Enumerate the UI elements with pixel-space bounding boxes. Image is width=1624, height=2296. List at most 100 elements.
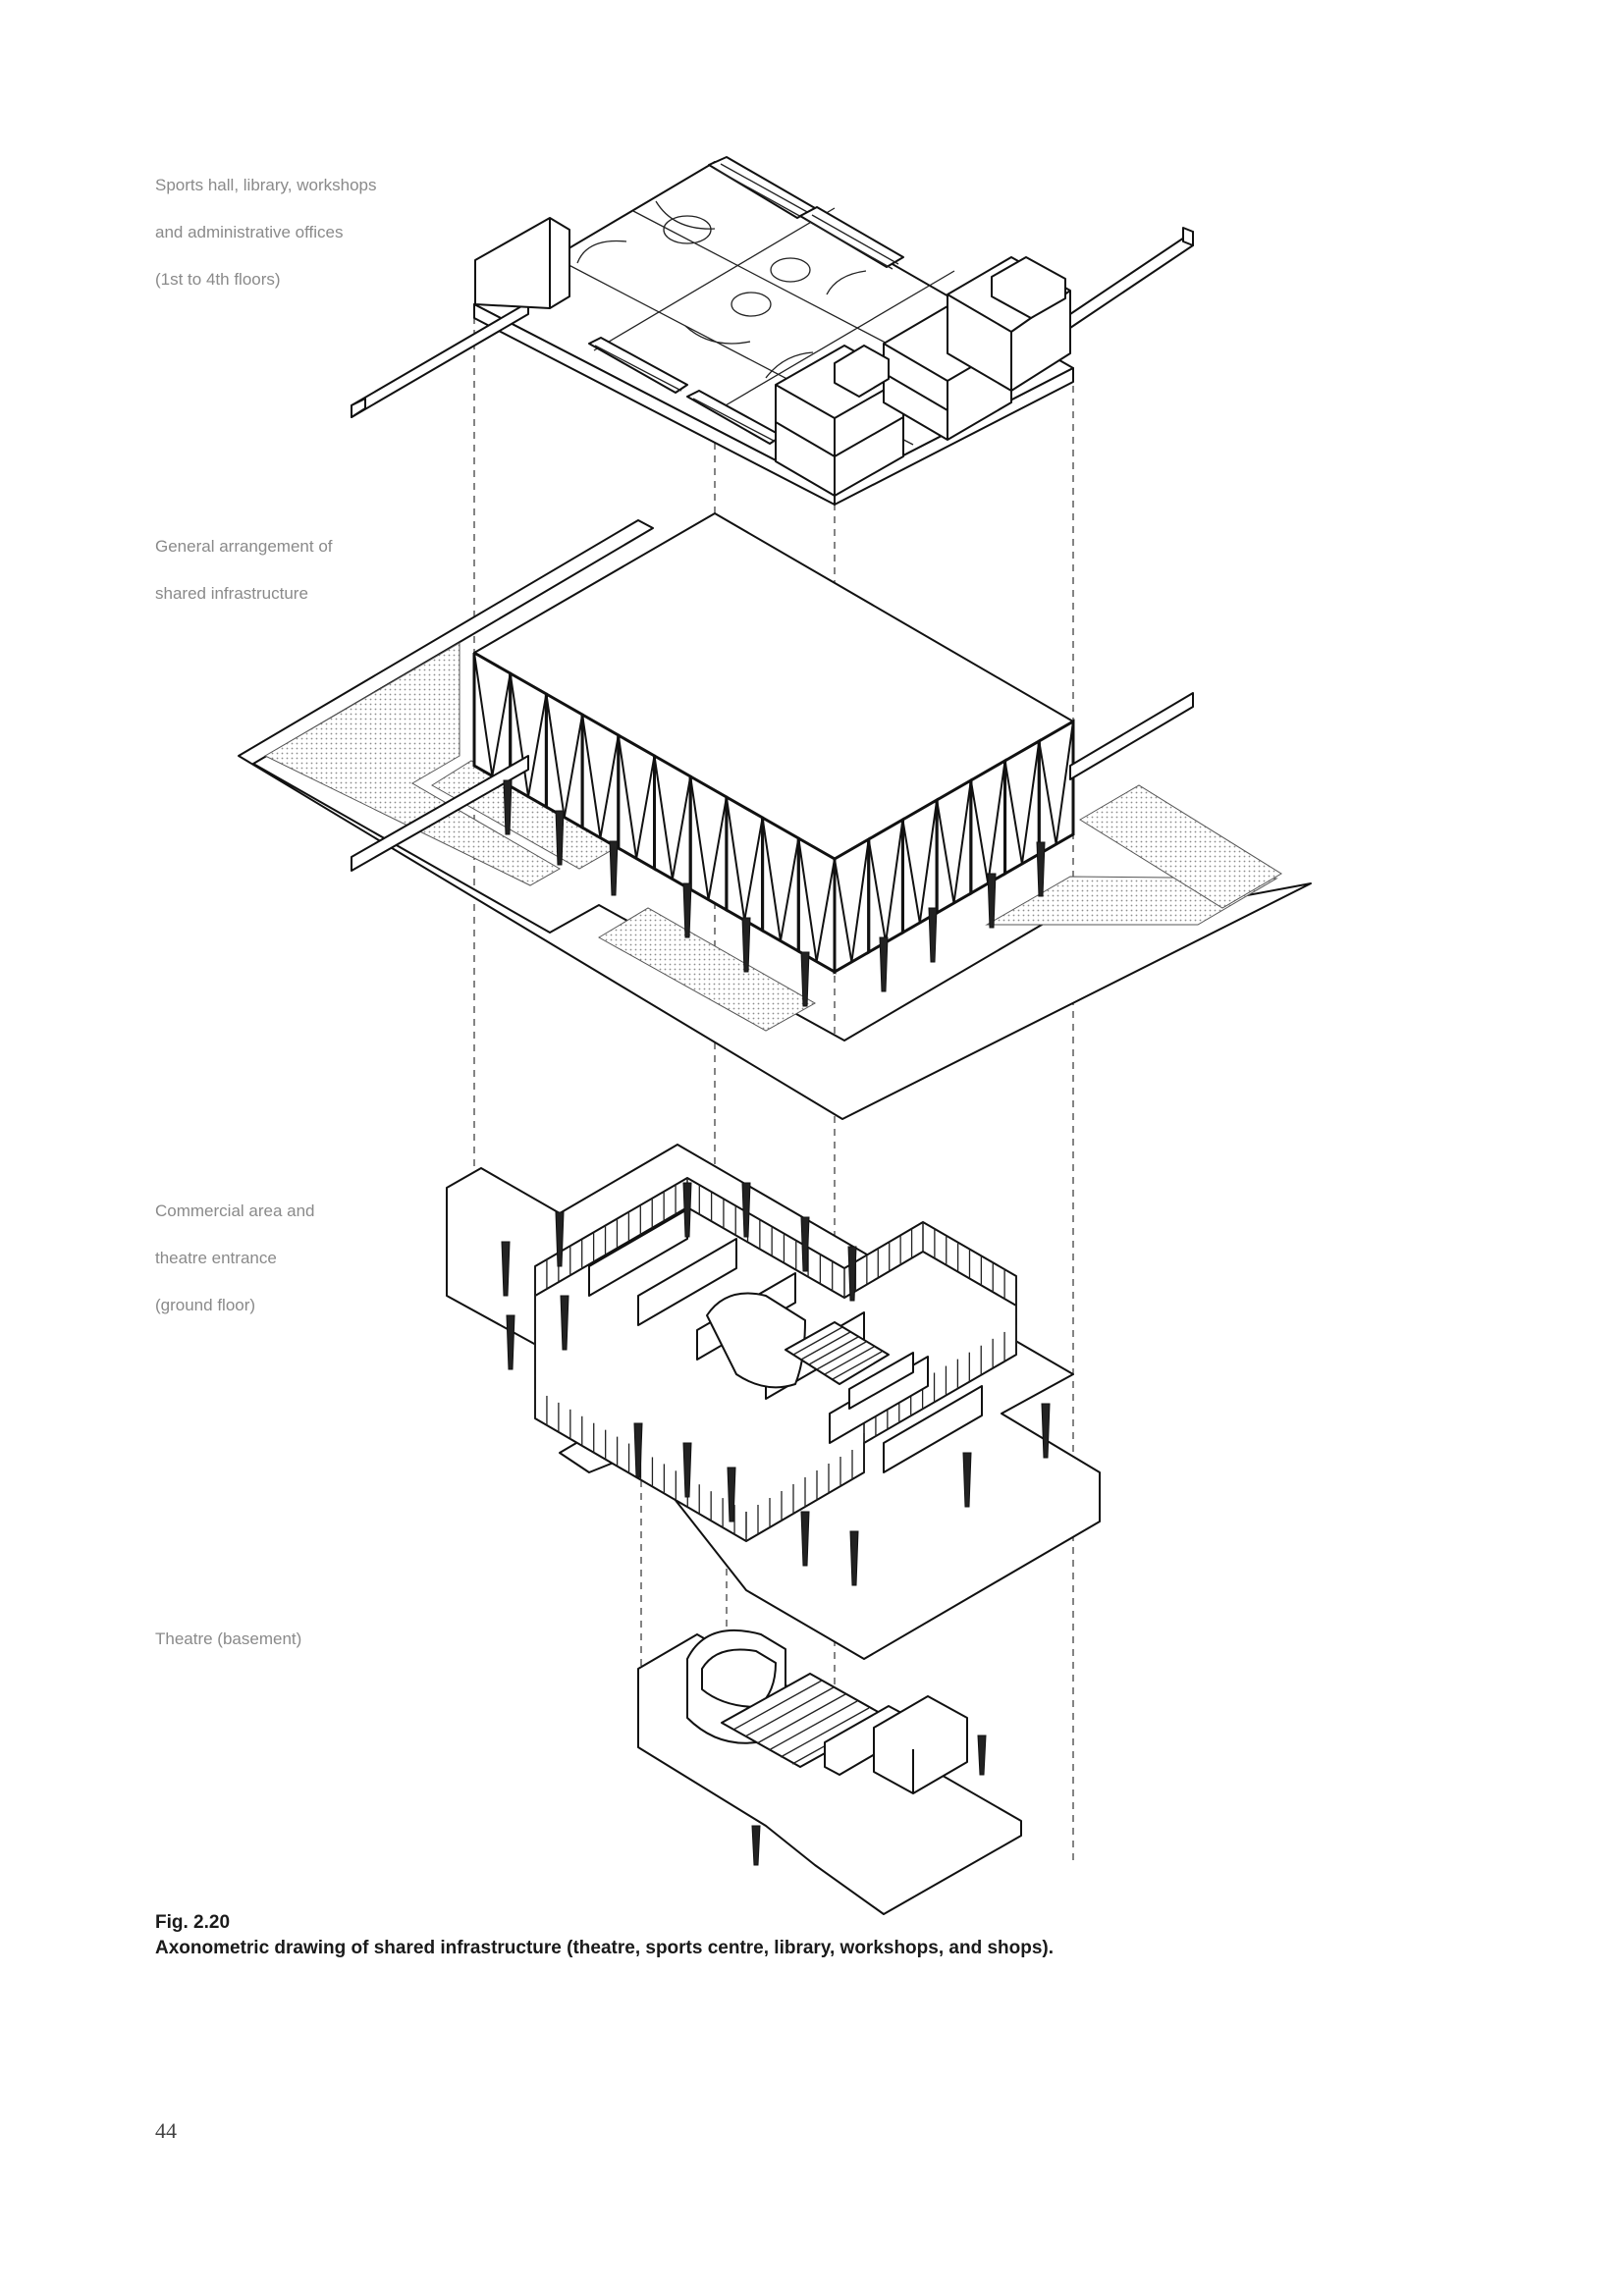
stage-block bbox=[873, 1695, 968, 1794]
label-line: General arrangement of bbox=[155, 537, 333, 556]
diagonal-brace bbox=[918, 799, 939, 924]
diagonal-brace bbox=[1038, 740, 1057, 845]
column bbox=[987, 873, 997, 929]
column bbox=[751, 1825, 761, 1866]
label-line: theatre entrance bbox=[155, 1249, 277, 1267]
walkway-left bbox=[351, 755, 529, 872]
ticket-counter bbox=[848, 1352, 914, 1410]
layer-label-ground-floor: Commercial area and theatre entrance (gr… bbox=[155, 1176, 450, 1341]
label-line: Theatre (basement) bbox=[155, 1629, 302, 1648]
layer-label-upper-floors: Sports hall, library, workshops and admi… bbox=[155, 150, 450, 315]
label-line: Sports hall, library, workshops bbox=[155, 176, 377, 194]
layer-label-shared-infrastructure: General arrangement of shared infrastruc… bbox=[155, 511, 450, 629]
column bbox=[1036, 841, 1046, 897]
support-columns bbox=[501, 1182, 1051, 1586]
diagonal-brace bbox=[779, 837, 800, 941]
figure-caption: Fig. 2.20 Axonometric drawing of shared … bbox=[155, 1910, 1481, 1961]
diagonal-brace bbox=[1055, 721, 1074, 845]
figure-number: Fig. 2.20 bbox=[155, 1912, 231, 1933]
theatre-stair bbox=[785, 1321, 890, 1385]
diagonal-brace bbox=[527, 693, 548, 797]
column bbox=[1041, 1403, 1051, 1459]
column bbox=[928, 907, 938, 963]
layer-label-theatre-basement: Theatre (basement) bbox=[155, 1604, 450, 1675]
diagonal-brace bbox=[761, 817, 782, 941]
column bbox=[741, 1182, 751, 1238]
diagonal-brace bbox=[707, 796, 728, 900]
office-blocks bbox=[775, 256, 1071, 497]
column bbox=[800, 1511, 810, 1567]
layer-upper-floors bbox=[351, 156, 1194, 506]
diagonal-brace bbox=[850, 838, 870, 963]
column bbox=[555, 810, 565, 866]
column bbox=[800, 1216, 810, 1272]
diagonal-brace bbox=[491, 672, 512, 776]
figure-caption-text: Axonometric drawing of shared infrastruc… bbox=[155, 1938, 1055, 1958]
diagonal-brace bbox=[936, 799, 955, 904]
diagonal-brace bbox=[952, 779, 972, 904]
planting-area bbox=[1079, 784, 1282, 909]
diagonal-brace bbox=[563, 714, 584, 818]
walkway-right bbox=[1069, 227, 1194, 329]
diagonal-brace bbox=[689, 775, 710, 900]
diagonal-brace bbox=[617, 734, 638, 859]
planting-area bbox=[598, 907, 817, 1032]
diagonal-brace bbox=[509, 672, 530, 797]
column bbox=[879, 936, 889, 992]
column bbox=[560, 1295, 569, 1351]
column bbox=[506, 1314, 515, 1370]
label-line: and administrative offices bbox=[155, 223, 344, 241]
column bbox=[847, 1246, 857, 1302]
diagonal-brace bbox=[473, 652, 494, 776]
walkway-right bbox=[1069, 692, 1194, 780]
column bbox=[609, 840, 619, 896]
column bbox=[555, 1211, 565, 1267]
exoskeleton-front bbox=[472, 651, 837, 975]
column bbox=[727, 1467, 736, 1522]
label-line: shared infrastructure bbox=[155, 584, 308, 603]
diagonal-brace bbox=[885, 819, 904, 943]
diagonal-brace bbox=[901, 819, 921, 924]
diagonal-brace bbox=[867, 838, 888, 943]
page-number: 44 bbox=[155, 2118, 177, 2143]
diagonal-brace bbox=[599, 734, 620, 838]
diagonal-brace bbox=[1003, 760, 1023, 865]
projection-lines bbox=[473, 304, 1074, 1865]
column bbox=[741, 917, 751, 973]
layer-ground-floor bbox=[446, 1144, 1101, 1660]
diagonal-brace bbox=[671, 775, 692, 880]
column bbox=[682, 882, 692, 938]
support-columns bbox=[751, 1735, 987, 1866]
facade-bay bbox=[1037, 719, 1075, 857]
diagonal-brace bbox=[743, 817, 764, 921]
walkway-left bbox=[351, 217, 570, 418]
column bbox=[633, 1422, 643, 1478]
column bbox=[977, 1735, 987, 1776]
diagonal-brace bbox=[653, 755, 674, 880]
column bbox=[682, 1442, 692, 1498]
diagonal-brace bbox=[725, 796, 746, 921]
column bbox=[682, 1182, 692, 1238]
label-line: (1st to 4th floors) bbox=[155, 270, 281, 289]
column bbox=[800, 951, 810, 1007]
column bbox=[962, 1452, 972, 1508]
layer-theatre-basement bbox=[637, 1629, 1022, 1915]
diagonal-brace bbox=[987, 760, 1006, 884]
diagonal-brace bbox=[1020, 740, 1041, 865]
layer-shared-infrastructure bbox=[238, 512, 1312, 1120]
support-columns bbox=[503, 779, 1046, 1007]
column bbox=[501, 1241, 511, 1297]
planting-area bbox=[263, 642, 562, 886]
diagonal-brace bbox=[545, 693, 566, 818]
diagonal-brace bbox=[797, 837, 818, 962]
column bbox=[849, 1530, 859, 1586]
bleachers bbox=[588, 156, 904, 445]
diagonal-brace bbox=[635, 755, 656, 859]
interior-walls bbox=[588, 1208, 983, 1473]
diagonal-brace bbox=[581, 714, 602, 838]
diagonal-brace bbox=[969, 779, 990, 884]
label-line: (ground floor) bbox=[155, 1296, 256, 1314]
label-line: Commercial area and bbox=[155, 1201, 315, 1220]
diagonal-brace bbox=[834, 858, 853, 963]
